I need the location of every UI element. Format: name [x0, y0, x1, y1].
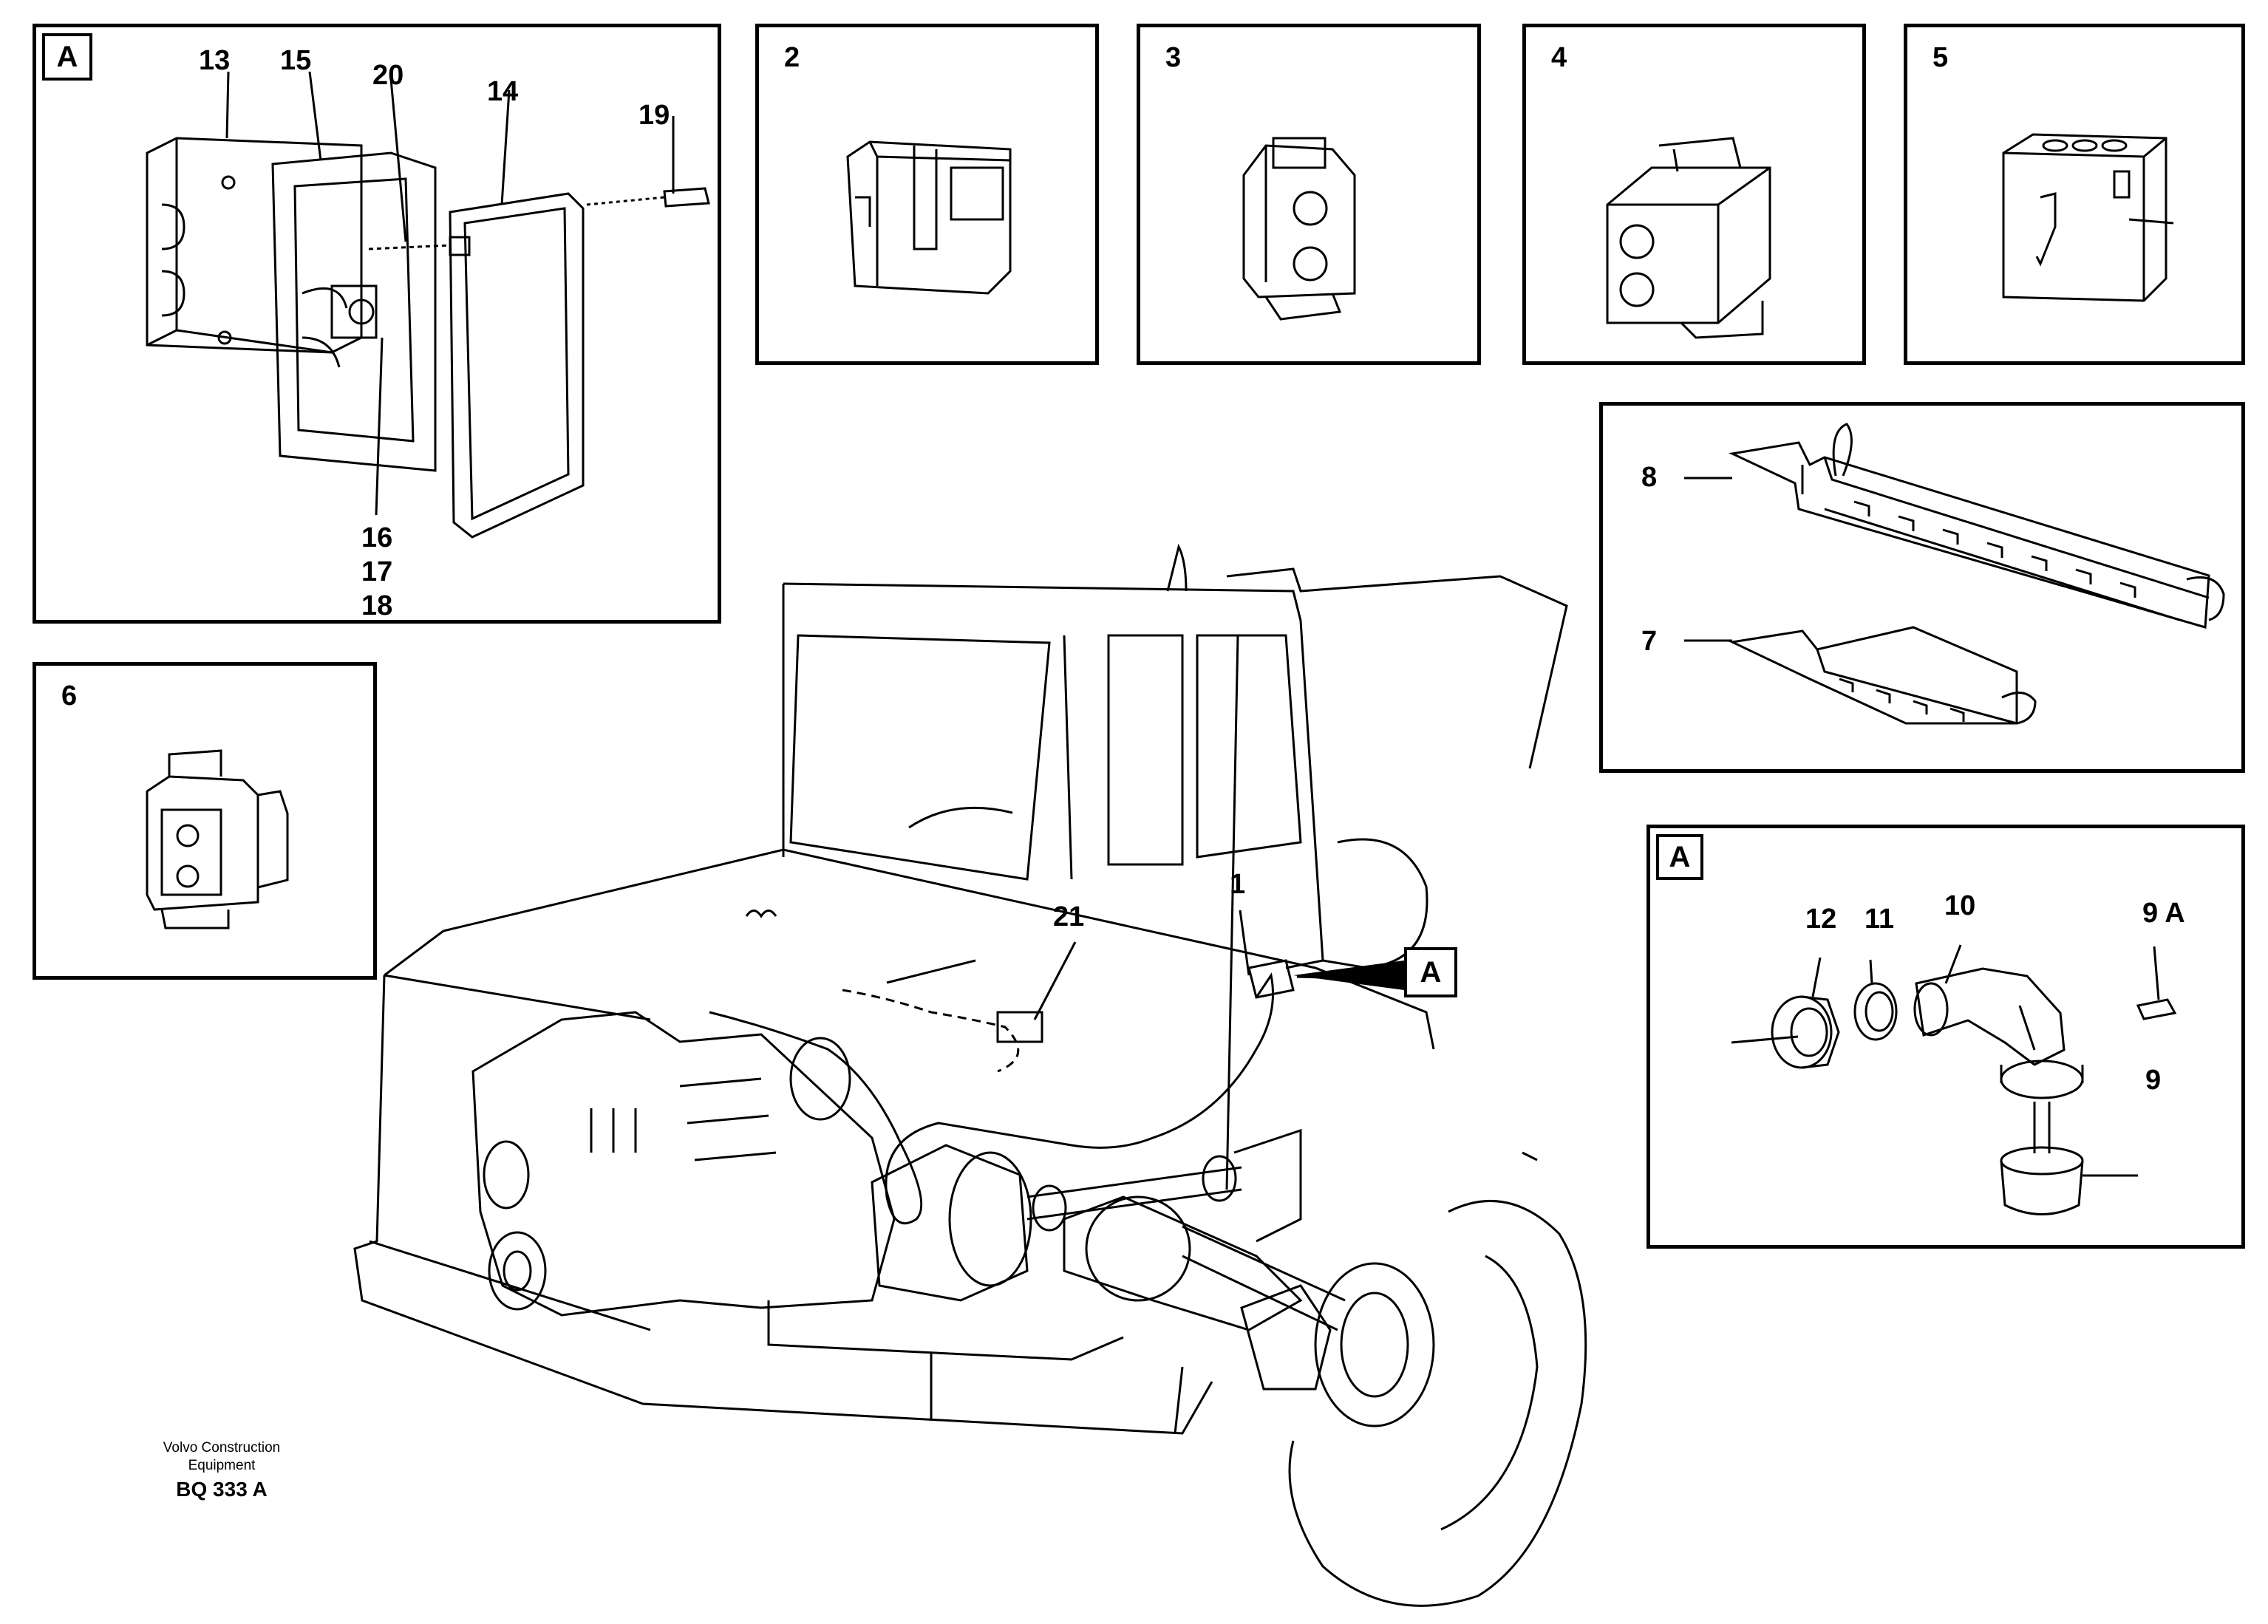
- panel-connector-5: 5: [1904, 24, 2245, 365]
- label-11: 11: [1865, 904, 1895, 935]
- panel-connector-4: 4: [1522, 24, 1866, 365]
- label-17: 17: [361, 556, 393, 587]
- connectors-7-8-drawing: [1603, 406, 2241, 769]
- panel-detail-a: A 13 15 20 14 19 16 17 18: [33, 24, 721, 624]
- panel-connector-6: 6: [33, 662, 377, 980]
- panel-number-6: 6: [61, 680, 78, 712]
- manufacturer-caption: Volvo Construction Equipment BQ 333 A: [133, 1439, 310, 1504]
- label-21: 21: [1053, 901, 1085, 932]
- label-8: 8: [1641, 462, 1658, 493]
- panel-tag-a: A: [42, 33, 92, 81]
- label-14: 14: [487, 76, 519, 107]
- label-19: 19: [638, 100, 670, 131]
- caption-line-2: Equipment: [188, 1458, 256, 1473]
- panel-number-3: 3: [1165, 42, 1182, 73]
- callout-a: A: [1404, 947, 1457, 997]
- connector-5-drawing: [1907, 27, 2241, 361]
- panel-connectors-7-8: 8 7: [1599, 402, 2245, 773]
- connector-2-drawing: [759, 27, 1095, 361]
- label-12: 12: [1805, 904, 1837, 935]
- caption-line-1: Volvo Construction: [163, 1440, 281, 1456]
- panel-number-2: 2: [784, 42, 800, 73]
- panel-sensor-a: A 12 11 10 9 A 9: [1646, 825, 2245, 1249]
- control-box-illustration: [36, 27, 718, 620]
- label-15: 15: [280, 45, 312, 76]
- label-20: 20: [372, 60, 404, 91]
- connector-3-drawing: [1140, 27, 1477, 361]
- panel-connector-2: 2: [755, 24, 1099, 365]
- label-16: 16: [361, 522, 393, 553]
- connector-4-drawing: [1526, 27, 1862, 361]
- sensor-assembly-drawing: [1650, 828, 2241, 1245]
- label-9: 9: [2145, 1065, 2162, 1096]
- label-10: 10: [1944, 890, 1976, 921]
- connector-6-drawing: [36, 666, 373, 976]
- label-9a: 9 A: [2142, 898, 2185, 929]
- label-18: 18: [361, 590, 393, 621]
- panel-number-4: 4: [1551, 42, 1567, 73]
- label-13: 13: [199, 45, 231, 76]
- panel-number-5: 5: [1932, 42, 1949, 73]
- panel-tag-a-sensor: A: [1656, 834, 1703, 880]
- label-1: 1: [1230, 869, 1246, 900]
- label-7: 7: [1641, 626, 1658, 657]
- drawing-code: BQ 333 A: [176, 1478, 268, 1501]
- panel-connector-3: 3: [1137, 24, 1481, 365]
